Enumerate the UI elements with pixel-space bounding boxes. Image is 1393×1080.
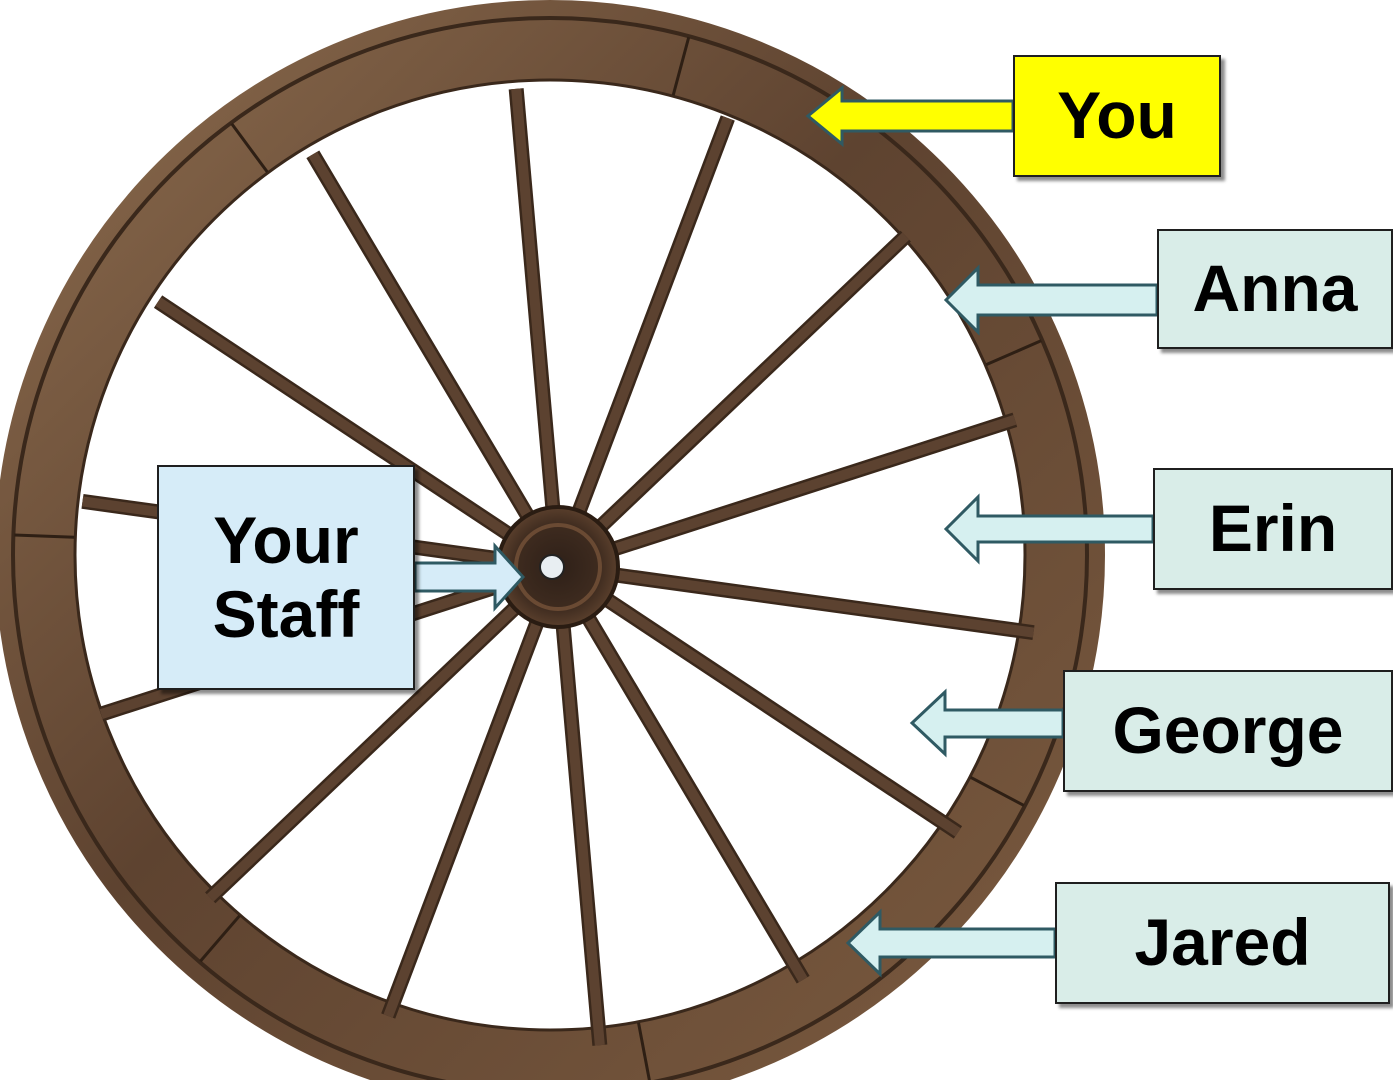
you-arrow-icon: [805, 84, 1015, 148]
wheel-spokes: [81, 88, 1035, 1046]
rim-joint: [985, 339, 1042, 367]
your-staff-label-line1: Your: [213, 502, 359, 577]
jared-label-text: Jared: [1134, 905, 1311, 980]
anna-arrow-icon: [943, 264, 1159, 336]
wheel-spoke: [558, 624, 605, 1046]
jared-arrow-icon: [845, 908, 1057, 978]
wheel-rim-outer: [0, 0, 1105, 1080]
your-staff-label-line2: Staff: [212, 576, 360, 651]
wheel-spoke: [614, 569, 1035, 638]
wheel-spoke: [308, 151, 533, 520]
wheel-spoke: [583, 614, 808, 983]
jared-label: Jared: [1055, 882, 1390, 1004]
staff-arrow-icon: [413, 542, 526, 612]
erin-label: Erin: [1153, 468, 1393, 590]
wheel-spoke: [511, 88, 558, 510]
george-label-text: George: [1112, 693, 1344, 768]
your-staff-label: Your Staff: [157, 465, 415, 690]
rim-joint: [637, 1022, 651, 1080]
wheel-hub-ring: [514, 523, 602, 611]
rim-joint: [671, 36, 691, 96]
you-label: You: [1013, 55, 1221, 177]
erin-arrow-icon: [943, 493, 1155, 565]
george-arrow-icon: [909, 688, 1065, 758]
rim-joints: [14, 36, 1042, 1080]
rim-joint: [970, 776, 1025, 807]
wheel-rim-outline-outer: [11, 16, 1089, 1080]
wheel-hub-hole: [539, 554, 565, 580]
rim-joint: [14, 533, 75, 539]
wheel-spoke: [206, 603, 520, 902]
wheel-rim-outline-inner: [73, 78, 1027, 1032]
wheel-spoke: [573, 116, 733, 515]
george-label: George: [1063, 670, 1393, 792]
wheel-spoke: [155, 297, 513, 540]
wheel-spoke: [383, 619, 543, 1018]
you-label-text: You: [1057, 78, 1177, 153]
wheel-spoke: [611, 415, 1017, 554]
rim-joint: [199, 914, 241, 963]
rim-joint: [230, 122, 269, 173]
wheel-spoke: [603, 594, 961, 837]
anna-label-text: Anna: [1192, 251, 1358, 326]
anna-label: Anna: [1157, 229, 1393, 349]
wheel-spoke: [596, 232, 910, 531]
erin-label-text: Erin: [1208, 491, 1338, 566]
